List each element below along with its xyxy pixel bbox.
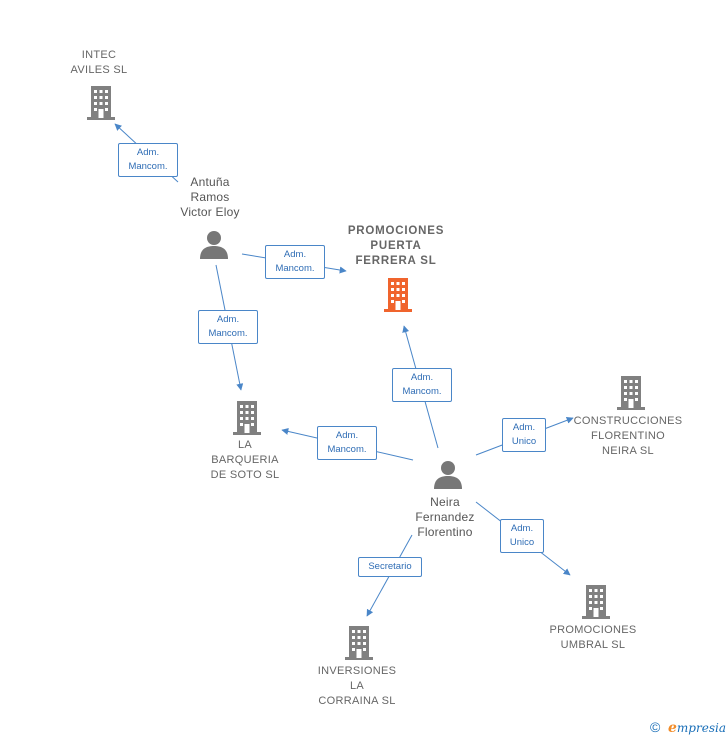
label-line: Adm. xyxy=(512,422,536,433)
label-line: AVILES SL xyxy=(70,64,128,76)
label-line: DE SOTO SL xyxy=(210,469,280,481)
edge-label-antuna-barqueria: Adm. Mancom. xyxy=(198,310,258,344)
node-promociones-umbral-label[interactable]: PROMOCIONES UMBRAL SL xyxy=(538,623,648,653)
label-line: Victor Eloy xyxy=(180,205,240,219)
node-neira-label[interactable]: Neira Fernandez Florentino xyxy=(395,495,495,540)
label-line: Secretario xyxy=(368,561,412,572)
label-line: UMBRAL SL xyxy=(560,639,626,651)
label-line: Adm. xyxy=(283,249,307,260)
building-icon xyxy=(617,376,645,410)
building-icon xyxy=(87,86,115,120)
edge-label-antuna-intec: Adm. Mancom. xyxy=(118,143,178,177)
edge-label-neira-construcciones: Adm. Unico xyxy=(502,418,546,452)
label-line: PROMOCIONES xyxy=(549,624,637,636)
label-line: LA xyxy=(237,439,253,451)
label-line: FERRERA SL xyxy=(355,255,437,267)
building-icon xyxy=(345,626,373,660)
label-line: CONSTRUCCIONES xyxy=(573,415,683,427)
node-construcciones-label[interactable]: CONSTRUCCIONES FLORENTINO NEIRA SL xyxy=(570,414,686,459)
label-line: INVERSIONES xyxy=(317,665,397,677)
node-inversiones-label[interactable]: INVERSIONES LA CORRAINA SL xyxy=(302,664,412,709)
label-line: Neira xyxy=(430,495,460,509)
edge-label-neira-puerta: Adm. Mancom. xyxy=(392,368,452,402)
label-line: Florentino xyxy=(417,525,473,539)
label-line: Mancom. xyxy=(208,328,248,339)
person-icon xyxy=(200,231,228,259)
node-antuna-label[interactable]: Antuña Ramos Victor Eloy xyxy=(160,175,260,220)
building-icon xyxy=(233,401,261,435)
edge-label-neira-barqueria: Adm. Mancom. xyxy=(317,426,377,460)
label-line: Adm. xyxy=(216,314,240,325)
label-line: Mancom. xyxy=(275,263,315,274)
label-line: Unico xyxy=(511,436,537,447)
label-line: Adm. xyxy=(510,523,534,534)
label-line: LA xyxy=(349,680,365,692)
label-line: Ramos xyxy=(190,190,230,204)
label-line: BARQUERIA xyxy=(211,454,279,466)
label-line: Adm. xyxy=(136,147,160,158)
person-icon xyxy=(434,461,462,489)
brand-initial: e xyxy=(668,720,677,736)
label-line: FLORENTINO xyxy=(591,430,665,442)
node-la-barqueria-label[interactable]: LA BARQUERIA DE SOTO SL xyxy=(195,438,295,483)
label-line: Mancom. xyxy=(327,444,367,455)
label-line: NEIRA SL xyxy=(602,445,654,457)
label-line: Adm. xyxy=(410,372,434,383)
label-line: PUERTA xyxy=(370,240,422,252)
label-line: Mancom. xyxy=(128,161,168,172)
label-line: CORRAINA SL xyxy=(318,695,396,707)
label-line: PROMOCIONES xyxy=(347,225,445,237)
empresia-logo[interactable]: empresia xyxy=(668,720,726,736)
label-line: Mancom. xyxy=(402,386,442,397)
node-promociones-puerta-label[interactable]: PROMOCIONES PUERTA FERRERA SL xyxy=(336,224,456,269)
edge-label-antuna-puerta: Adm. Mancom. xyxy=(265,245,325,279)
building-icon xyxy=(582,585,610,619)
building-icon-highlight xyxy=(384,278,412,312)
label-line: Unico xyxy=(509,537,535,548)
label-line: INTEC xyxy=(81,49,117,61)
label-line: Adm. xyxy=(335,430,359,441)
edge-label-neira-inversiones: Secretario xyxy=(358,557,422,577)
brand-rest: mpresia xyxy=(676,721,726,735)
label-line: Fernandez xyxy=(415,510,475,524)
edge-label-neira-umbral: Adm. Unico xyxy=(500,519,544,553)
copyright-symbol: © xyxy=(650,719,661,735)
label-line: Antuña xyxy=(190,175,230,189)
node-intec-label[interactable]: INTEC AVILES SL xyxy=(49,48,149,78)
